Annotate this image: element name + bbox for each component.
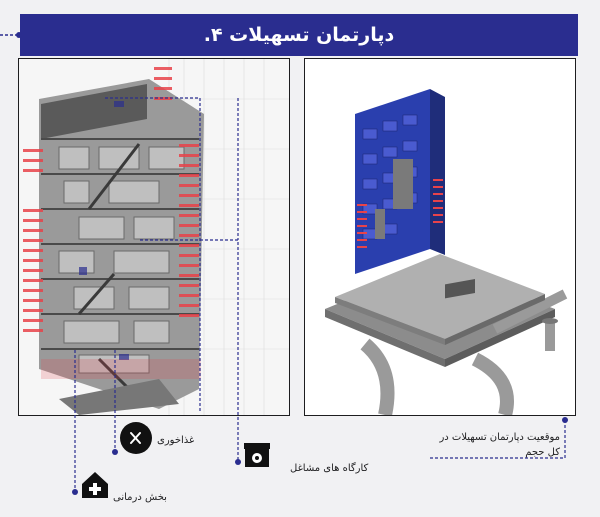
shop-gear-icon bbox=[242, 440, 272, 468]
section-title: دپارتمان تسهیلات ۴. bbox=[203, 24, 395, 46]
location-axonometric-drawing bbox=[305, 59, 575, 415]
medical-house-icon bbox=[80, 470, 110, 500]
workshops-label: کارگاه های مشاغل bbox=[290, 463, 369, 474]
location-label-line2: کل حجم bbox=[525, 447, 560, 458]
location-axonometric-panel bbox=[304, 58, 576, 416]
food-label: غذاخوری bbox=[157, 435, 195, 446]
fork-knife-icon bbox=[120, 422, 152, 454]
section-cutaway-drawing bbox=[19, 59, 289, 415]
section-cutaway-panel bbox=[18, 58, 290, 416]
section-title-banner: دپارتمان تسهیلات ۴. bbox=[20, 14, 578, 56]
location-label-line1: موقعیت دپارتمان تسهیلات در bbox=[439, 432, 560, 443]
medical-label: بخش درمانی bbox=[113, 492, 167, 503]
